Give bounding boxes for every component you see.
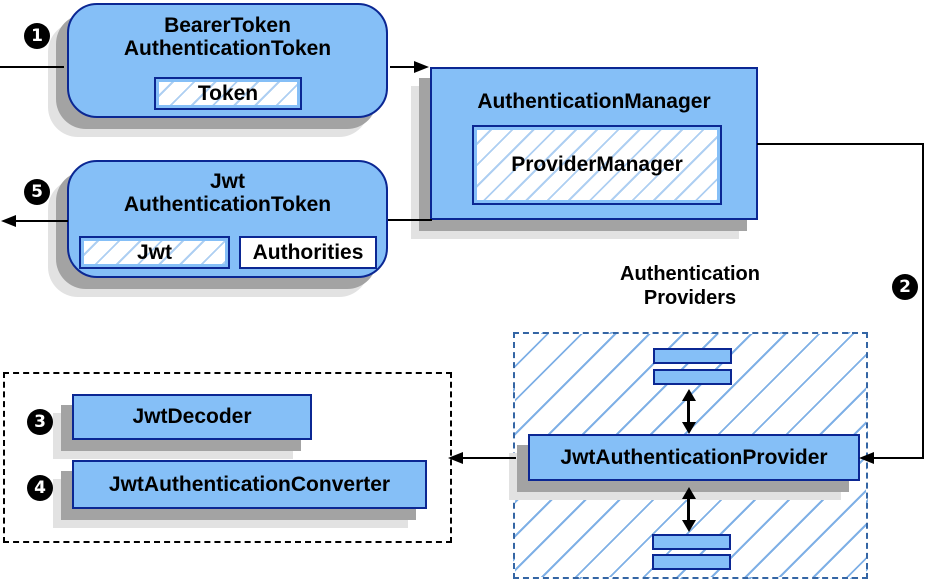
bearer-to-manager-arrowhead-icon bbox=[414, 61, 429, 73]
providers-heading-line2: Providers bbox=[643, 287, 737, 309]
providers-heading: Authentication Providers bbox=[583, 262, 797, 310]
jwt-authentication-provider-label: JwtAuthenticationProvider bbox=[560, 445, 828, 469]
token-chip-label: Token bbox=[197, 81, 259, 105]
step-4-badge: 4 bbox=[27, 475, 53, 501]
provider-manager-label: ProviderManager bbox=[511, 153, 683, 176]
bearer-token-title-line1: BearerToken bbox=[164, 14, 291, 37]
jwt-authentication-provider-box: JwtAuthenticationProvider bbox=[528, 434, 860, 481]
jwt-authentication-token-box: Jwt AuthenticationToken Jwt Authorities bbox=[67, 160, 388, 278]
jwt-token-title: Jwt AuthenticationToken bbox=[69, 170, 386, 216]
request-in-line bbox=[0, 66, 64, 68]
step-2-badge: 2 bbox=[892, 274, 918, 300]
token-chip: Token bbox=[154, 77, 302, 110]
manager-to-provider-line-top bbox=[757, 143, 924, 145]
provider-to-decoder-line bbox=[462, 457, 516, 459]
jwt-decoder-label: JwtDecoder bbox=[132, 405, 252, 428]
manager-to-jwt-token-line bbox=[388, 219, 432, 221]
bearer-token-title-line2: AuthenticationToken bbox=[123, 37, 332, 60]
provider-updown-arrow-icon bbox=[682, 487, 696, 532]
jwt-token-title-line2: AuthenticationToken bbox=[123, 193, 332, 216]
provider-slot-bar bbox=[652, 534, 731, 550]
step-1-badge: 1 bbox=[24, 23, 50, 49]
jwt-authentication-converter-box: JwtAuthenticationConverter bbox=[72, 460, 427, 509]
providers-heading-line1: Authentication bbox=[620, 263, 760, 285]
manager-to-provider-line-right bbox=[922, 143, 924, 459]
provider-updown-arrow-icon bbox=[682, 389, 696, 434]
provider-slot-bar bbox=[653, 348, 732, 364]
provider-manager-chip: ProviderManager bbox=[472, 125, 722, 205]
jwt-token-title-line1: Jwt bbox=[209, 170, 245, 193]
step-3-badge: 3 bbox=[27, 409, 53, 435]
jwt-chip-label: Jwt bbox=[136, 240, 172, 264]
bearer-token-title: BearerToken AuthenticationToken bbox=[69, 14, 386, 60]
manager-to-provider-arrowhead-icon bbox=[859, 452, 874, 464]
bearer-to-manager-line bbox=[390, 66, 416, 68]
step-5-badge: 5 bbox=[24, 179, 50, 205]
provider-to-decoder-arrowhead-icon bbox=[448, 452, 463, 464]
response-out-arrowhead-icon bbox=[1, 215, 16, 227]
response-out-line bbox=[10, 220, 68, 222]
manager-to-provider-line-bottom bbox=[869, 457, 924, 459]
authentication-manager-box: AuthenticationManager ProviderManager bbox=[430, 67, 758, 220]
jwt-authentication-converter-label: JwtAuthenticationConverter bbox=[108, 472, 391, 496]
bearer-token-authentication-token-box: BearerToken AuthenticationToken Token bbox=[67, 3, 388, 118]
authorities-chip: Authorities bbox=[239, 236, 377, 269]
jwt-decoder-box: JwtDecoder bbox=[72, 394, 312, 440]
provider-slot-bar bbox=[652, 554, 731, 570]
jwt-chip: Jwt bbox=[79, 236, 230, 269]
provider-slot-bar bbox=[653, 369, 732, 385]
authorities-chip-label: Authorities bbox=[252, 240, 364, 264]
authentication-manager-title: AuthenticationManager bbox=[477, 90, 711, 113]
